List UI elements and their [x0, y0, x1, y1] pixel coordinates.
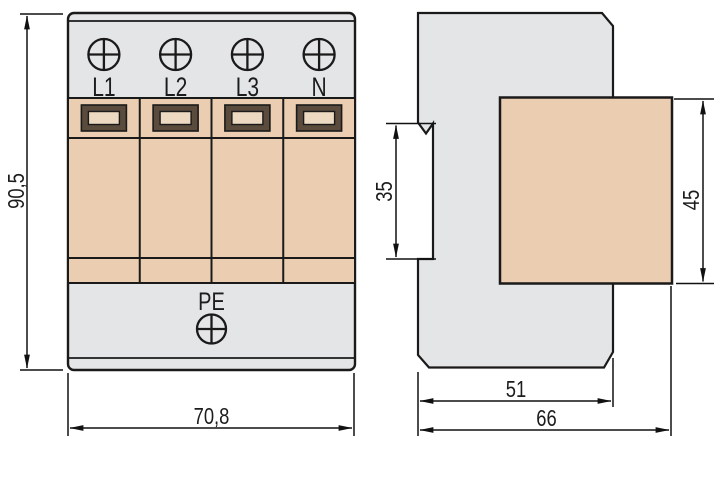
side-view [416, 11, 674, 369]
terminal-label-n: N [311, 73, 326, 103]
screw-icon [158, 37, 193, 72]
rail-cutout-dim-label: 35 [372, 181, 397, 201]
terminal-label-l1: L1 [92, 73, 115, 103]
front-width-dim-label: 70,8 [194, 404, 230, 429]
base-depth-dimension [419, 358, 614, 407]
base-depth-dim-label: 51 [506, 377, 526, 402]
screw-icon [87, 37, 121, 72]
screw-icon [230, 37, 265, 72]
front-height-dim-label: 90,5 [4, 173, 29, 209]
pe-screw-icon [195, 313, 228, 345]
front-view: L1 L2 L3 N PE [66, 11, 357, 372]
pe-label: PE [198, 288, 225, 316]
screw-icon [302, 37, 336, 72]
indicator-window [152, 104, 199, 132]
side-module-block [498, 96, 674, 285]
module-height-dim-label: 45 [679, 190, 704, 210]
total-depth-dimension [417, 286, 672, 436]
front-width-dimension [67, 373, 355, 436]
terminal-label-l3: L3 [236, 73, 259, 103]
front-height-dimension [20, 13, 63, 371]
terminal-label-l2: L2 [164, 73, 187, 103]
rail-cutout-dimension [386, 122, 436, 260]
total-depth-dim-label: 66 [536, 406, 556, 431]
module-height-dimension [674, 98, 714, 285]
indicator-window [80, 104, 128, 132]
indicator-window [295, 104, 343, 132]
indicator-window [224, 104, 271, 132]
